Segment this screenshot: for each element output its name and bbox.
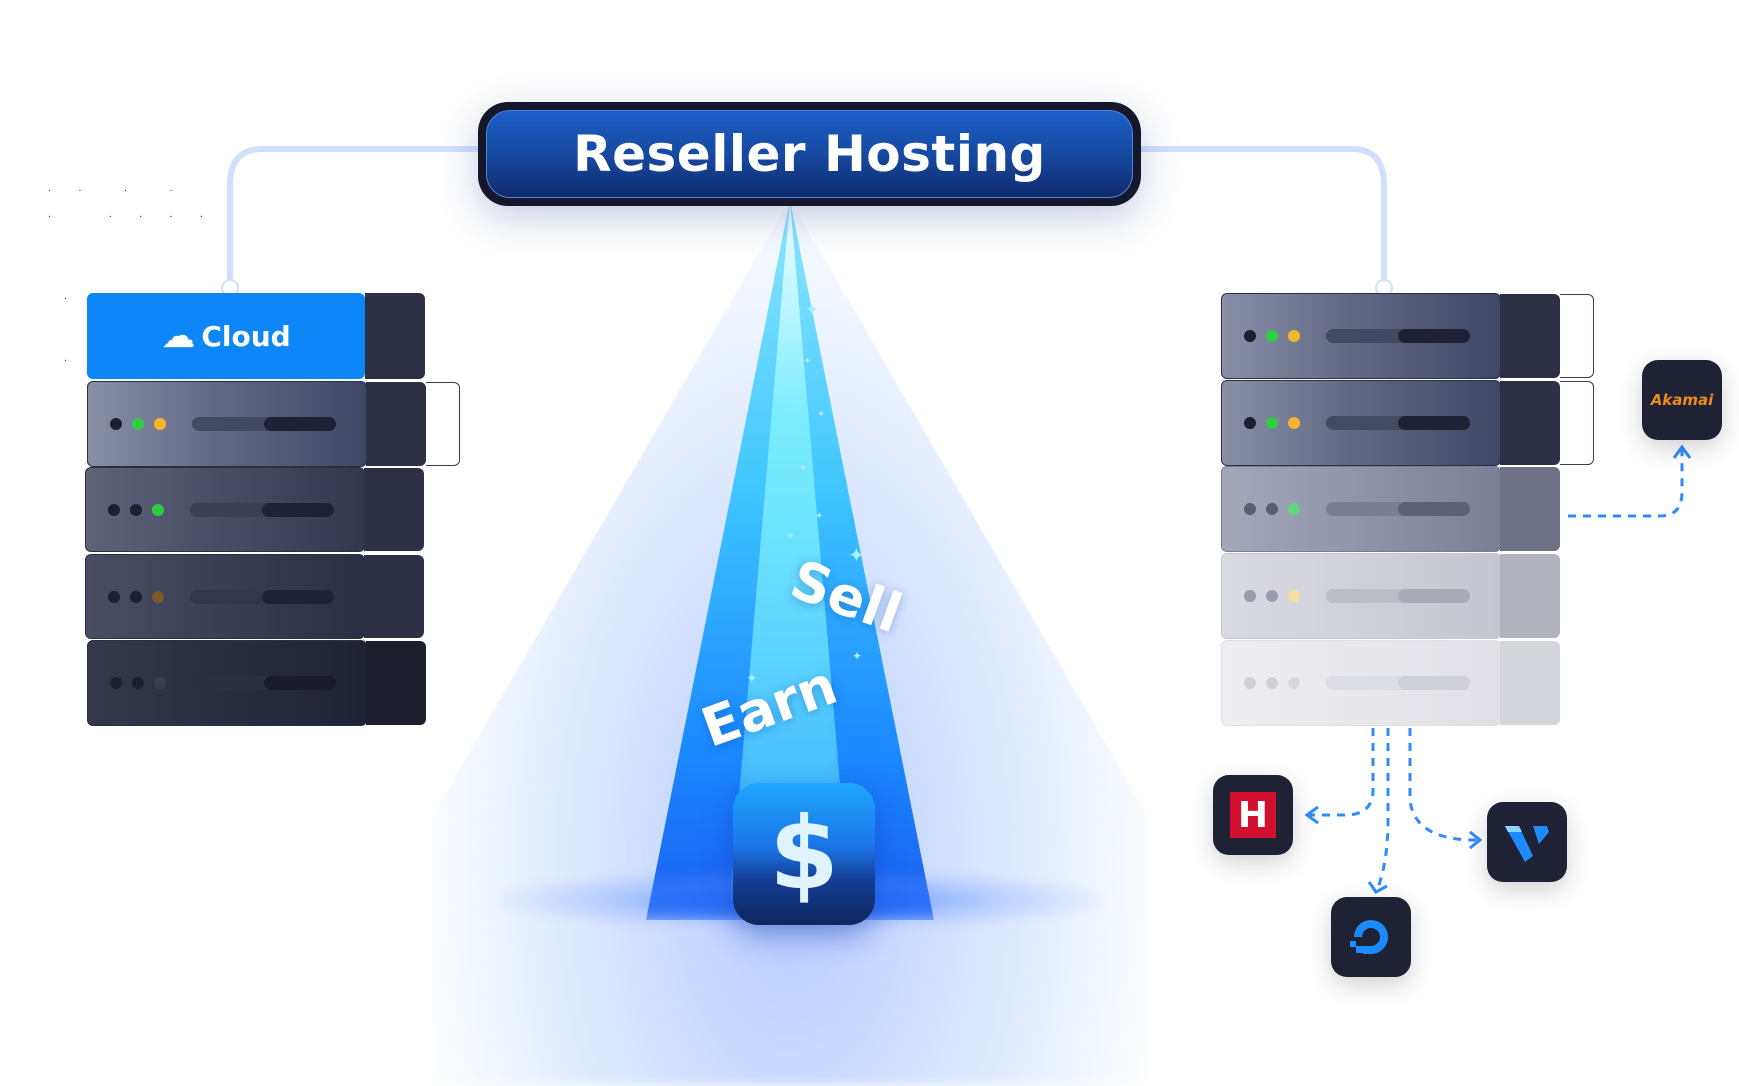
status-light — [132, 418, 144, 430]
provider-akamai: Akamai — [1642, 360, 1722, 440]
server-drive-bar — [190, 589, 334, 604]
provider-hetzner: H — [1213, 775, 1293, 855]
sparkle-icon: ✦ — [746, 671, 758, 687]
xcloud-label: Cloud — [201, 319, 291, 353]
server-unit — [1221, 380, 1594, 466]
status-light — [152, 590, 164, 603]
status-light — [1244, 677, 1256, 689]
right-connector — [1138, 146, 1387, 291]
server-side-panel — [1500, 641, 1560, 725]
status-light — [154, 677, 166, 689]
server-unit — [1221, 466, 1560, 552]
server-side-panel — [364, 555, 424, 638]
server-unit — [87, 640, 426, 726]
server-frame — [426, 382, 460, 466]
status-light — [1244, 330, 1256, 342]
hetzner-logo-icon: H — [1230, 792, 1276, 838]
arrow-to-vultr-head — [1469, 830, 1483, 850]
status-light — [1244, 503, 1256, 515]
title-banner-inner: Reseller Hosting — [486, 110, 1133, 198]
xcloud-server-unit: ☁ Cloud — [87, 293, 365, 379]
server-drive-bar — [1326, 589, 1470, 603]
sparkle-icon: ✦ — [815, 511, 824, 522]
server-side-panel — [366, 641, 426, 725]
akamai-logo-icon: Akamai — [1650, 391, 1714, 409]
status-light — [130, 590, 142, 603]
status-light — [1288, 677, 1300, 689]
page-title: Reseller Hosting — [573, 125, 1046, 183]
server-drive-bar — [1326, 502, 1470, 516]
provider-digitalocean — [1331, 897, 1411, 977]
status-light — [1266, 590, 1278, 602]
decorative-dots: · · · · — [48, 186, 185, 197]
sparkle-icon: ✦ — [852, 649, 863, 663]
status-light — [152, 503, 164, 516]
server-drive-bar — [1326, 329, 1470, 343]
status-light — [1244, 590, 1256, 602]
arrow-to-akamai-head — [1672, 444, 1692, 459]
light-beam — [430, 200, 1150, 1086]
status-light — [1266, 677, 1278, 689]
status-light — [110, 677, 122, 689]
server-frame — [1560, 294, 1594, 378]
server-side-panel — [1500, 381, 1560, 465]
server-drive-bar — [1326, 416, 1470, 430]
server-unit — [1221, 293, 1594, 379]
status-light — [1288, 417, 1300, 429]
status-light — [1266, 503, 1278, 515]
status-light — [1244, 417, 1256, 429]
decorative-dots: · — [64, 294, 80, 305]
status-light — [1288, 503, 1300, 515]
sparkle-icon: ✦ — [848, 543, 865, 567]
server-unit — [1221, 640, 1560, 726]
sparkle-icon: ✦ — [817, 409, 826, 420]
arrow-to-digitalocean — [1376, 728, 1390, 889]
server-unit — [85, 467, 424, 552]
status-light — [1288, 330, 1300, 342]
server-drive-bar — [192, 676, 336, 690]
server-unit — [1221, 553, 1560, 639]
status-light — [110, 418, 122, 430]
status-light — [130, 503, 142, 516]
sparkle-icon: ✦ — [799, 463, 808, 474]
arrow-to-vultr — [1408, 728, 1478, 842]
server-drive-bar — [190, 502, 334, 517]
dollar-tile: $ — [733, 783, 875, 925]
status-light — [132, 677, 144, 689]
title-banner: Reseller Hosting — [478, 102, 1141, 206]
dollar-icon: $ — [769, 795, 839, 912]
decorative-dots: · · · · · — [48, 212, 215, 223]
server-side-panel — [1500, 294, 1560, 378]
digitalocean-logo-icon — [1350, 920, 1388, 954]
arrow-to-digitalocean-head — [1367, 881, 1388, 894]
status-light — [108, 503, 120, 516]
server-drive-bar — [1326, 676, 1470, 690]
server-unit — [87, 381, 460, 467]
xcloud-logo-icon: ☁ — [161, 316, 196, 356]
server-unit — [85, 554, 424, 639]
sparkle-icon: ✦ — [786, 531, 795, 542]
decorative-dots: · — [64, 356, 80, 367]
arrow-to-hetzner — [1310, 728, 1375, 817]
provider-vultr — [1487, 802, 1567, 882]
status-light — [1266, 330, 1278, 342]
server-side-panel — [364, 468, 424, 551]
status-light — [1266, 417, 1278, 429]
server-frame — [1560, 381, 1594, 465]
sparkle-icon: ✦ — [803, 356, 812, 367]
server-side-panel — [365, 293, 425, 379]
server-drive-bar — [192, 417, 336, 431]
server-side-panel — [366, 382, 426, 466]
status-light — [1288, 590, 1300, 602]
server-side-panel — [1500, 467, 1560, 551]
vultr-logo-icon — [1505, 826, 1549, 862]
arrow-to-hetzner-head — [1304, 805, 1319, 825]
status-light — [108, 590, 120, 603]
sparkle-icon: ✦ — [805, 300, 819, 319]
server-side-panel — [1500, 554, 1560, 638]
status-light — [154, 418, 166, 430]
